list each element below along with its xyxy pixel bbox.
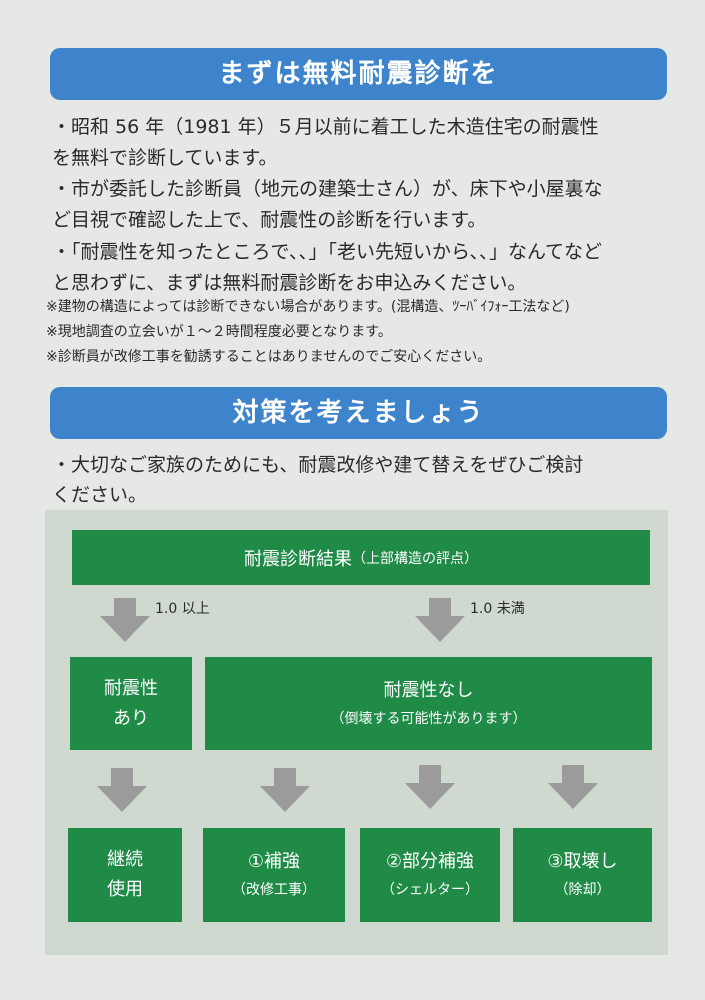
branch-label-below: 1.0 未満 <box>470 601 525 617</box>
body-text: ど目視で確認した上で、耐震性の診断を行います。 <box>52 209 487 231</box>
arrow-down-icon <box>97 768 147 812</box>
box-subtitle: （倒壊する可能性があります） <box>330 710 527 727</box>
note: ※建物の構造によっては診断できない場合があります。(混構造、ﾂｰﾊﾞｲﾌｫｰ工法… <box>46 299 570 315</box>
box-line: 使用 <box>107 879 143 900</box>
body-text: と思わずに、まずは無料耐震診断をお申込みください。 <box>52 272 527 294</box>
box-title: ①補強 <box>247 851 301 872</box>
outcome-reinforce: ①補強 （改修工事） <box>203 828 345 922</box>
outcome-demolish: ③取壊し （除却） <box>513 828 652 922</box>
arrow-down-icon <box>405 765 455 809</box>
note: ※現地調査の立会いが１～２時間程度必要となります。 <box>46 324 392 340</box>
box-title: ③取壊し <box>547 851 618 872</box>
box-line: 継続 <box>107 849 143 870</box>
note: ※診断員が改修工事を勧誘することはありませんのでご安心ください。 <box>46 349 492 365</box>
outcome-partial-reinforce: ②部分補強 （シェルター） <box>360 828 500 922</box>
not-resistant-box: 耐震性なし （倒壊する可能性があります） <box>205 657 652 750</box>
diagnosis-result-box: 耐震診断結果（上部構造の評点） <box>72 530 650 585</box>
arrow-down-icon <box>548 765 598 809</box>
resistant-box: 耐震性あり <box>70 657 192 750</box>
body-text: ・大切なご家族のためにも、耐震改修や建て替えをぜひご検討 <box>52 454 584 476</box>
arrow-down-icon <box>260 768 310 812</box>
box-subtitle: （シェルター） <box>381 882 479 898</box>
body-text: ・「耐震性を知ったところで､､」「老い先短いから､､」なんてなど <box>52 241 603 263</box>
box-title: ②部分補強 <box>385 851 475 872</box>
body-text: ・市が委託した診断員（地元の建築士さん）が、床下や小屋裏な <box>52 178 603 200</box>
branch-label-above: 1.0 以上 <box>155 601 210 617</box>
arrow-down-icon <box>415 598 465 642</box>
box-line: あり <box>113 707 149 729</box>
box-subtitle: （上部構造の評点） <box>352 550 478 567</box>
box-title: 耐震診断結果 <box>244 548 352 570</box>
section-header-countermeasures: 対策を考えましょう <box>50 387 667 439</box>
box-title: 耐震性なし <box>383 679 474 701</box>
section-header-free-diagnosis: まずは無料耐震診断を <box>50 48 667 100</box>
arrow-down-icon <box>100 598 150 642</box>
outcome-continue-use: 継続使用 <box>68 828 182 922</box>
body-text: を無料で診断しています。 <box>52 147 278 169</box>
body-text: ください。 <box>52 484 148 506</box>
box-subtitle: （改修工事） <box>232 882 316 898</box>
body-text: ・昭和 56 年（1981 年）５月以前に着工した木造住宅の耐震性 <box>52 116 599 138</box>
box-line: 耐震性 <box>104 677 158 699</box>
box-subtitle: （除却） <box>554 882 611 898</box>
